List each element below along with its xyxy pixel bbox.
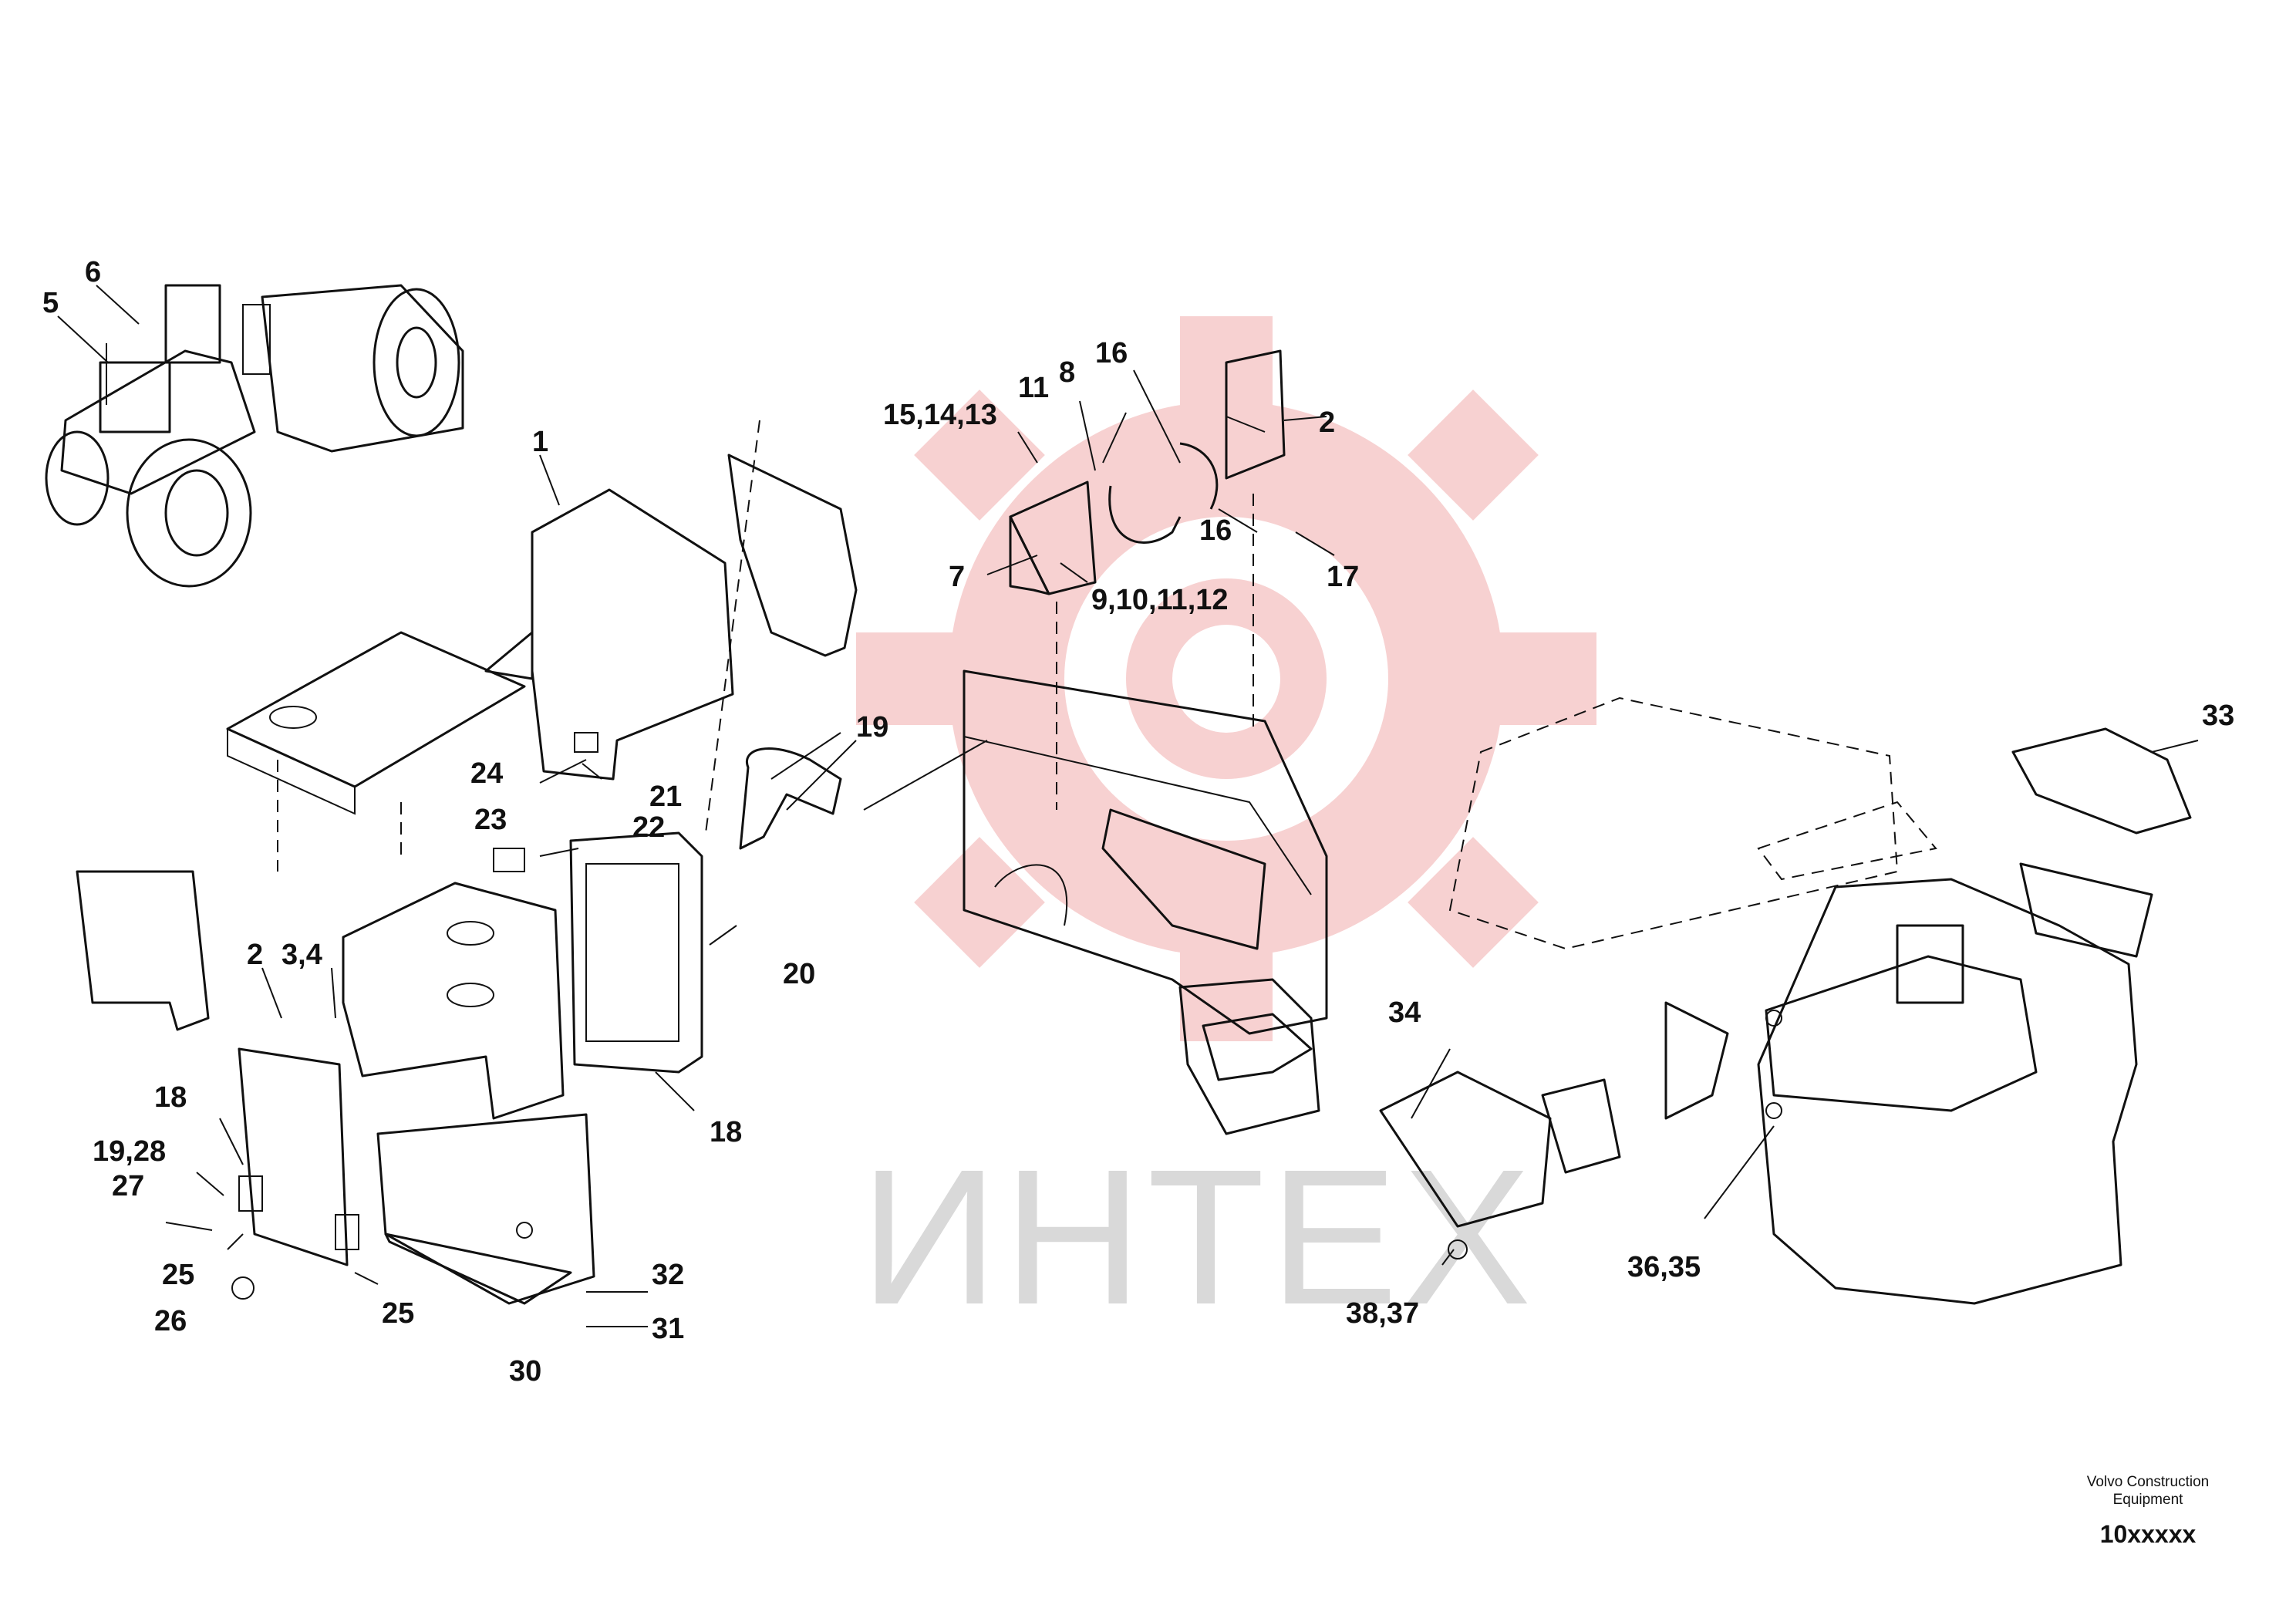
counterweight-and-hood bbox=[1379, 696, 2192, 1305]
callout-26: 26 bbox=[154, 1305, 187, 1337]
watermark-text: ИНТЕХ bbox=[860, 1129, 1536, 1344]
callout-labels: 1 2 2 3,4 5 6 7 8 9,10,11,12 11 15,14,13… bbox=[42, 256, 2234, 1388]
roller-machine-thumbnail bbox=[45, 284, 464, 588]
callout-36-35: 36,35 bbox=[1627, 1251, 1701, 1283]
cab-heater-assembly bbox=[76, 420, 858, 1305]
callout-8: 8 bbox=[1059, 356, 1075, 389]
callout-6: 6 bbox=[85, 256, 101, 288]
callout-27: 27 bbox=[112, 1170, 144, 1202]
footer-company-line2: Equipment bbox=[2113, 1492, 2184, 1508]
callout-23: 23 bbox=[474, 804, 507, 836]
callout-34: 34 bbox=[1388, 996, 1421, 1029]
callout-16-top: 16 bbox=[1095, 337, 1128, 369]
callout-32: 32 bbox=[652, 1259, 684, 1291]
callout-19-28: 19,28 bbox=[93, 1135, 166, 1168]
callout-2-bracket: 2 bbox=[1319, 406, 1335, 439]
callout-2-bolt: 2 bbox=[247, 939, 263, 971]
callout-20: 20 bbox=[783, 958, 815, 990]
callout-21: 21 bbox=[649, 781, 682, 813]
callout-18-left: 18 bbox=[154, 1081, 187, 1114]
callout-25-left: 25 bbox=[162, 1259, 194, 1291]
callout-19: 19 bbox=[856, 711, 888, 744]
callout-25-right: 25 bbox=[382, 1297, 414, 1330]
callout-33: 33 bbox=[2202, 700, 2234, 732]
volvo-footer: Volvo Construction Equipment 10xxxxx bbox=[2087, 1474, 2209, 1548]
callout-38-37: 38,37 bbox=[1346, 1297, 1419, 1330]
footer-company-line1: Volvo Construction bbox=[2087, 1474, 2209, 1490]
callout-30: 30 bbox=[509, 1355, 541, 1388]
callout-3-4: 3,4 bbox=[282, 939, 322, 971]
frame-and-filter-brackets bbox=[963, 349, 1328, 1135]
leader-lines bbox=[57, 285, 2199, 1327]
callout-1: 1 bbox=[532, 426, 548, 458]
callout-5: 5 bbox=[42, 287, 59, 319]
callout-31: 31 bbox=[652, 1313, 684, 1345]
callout-18-right: 18 bbox=[710, 1116, 742, 1148]
callout-11: 11 bbox=[1018, 372, 1049, 404]
callout-24: 24 bbox=[470, 757, 503, 790]
footer-drawing-code: 10xxxxx bbox=[2100, 1520, 2197, 1548]
watermark-gear-logo bbox=[856, 316, 1596, 1041]
callout-22: 22 bbox=[632, 811, 665, 844]
callout-7: 7 bbox=[949, 561, 965, 593]
callout-15-14-13: 15,14,13 bbox=[883, 399, 997, 431]
callout-16-bottom: 16 bbox=[1199, 514, 1232, 547]
callout-17: 17 bbox=[1327, 561, 1359, 593]
callout-9-10-11-12: 9,10,11,12 bbox=[1091, 584, 1229, 616]
